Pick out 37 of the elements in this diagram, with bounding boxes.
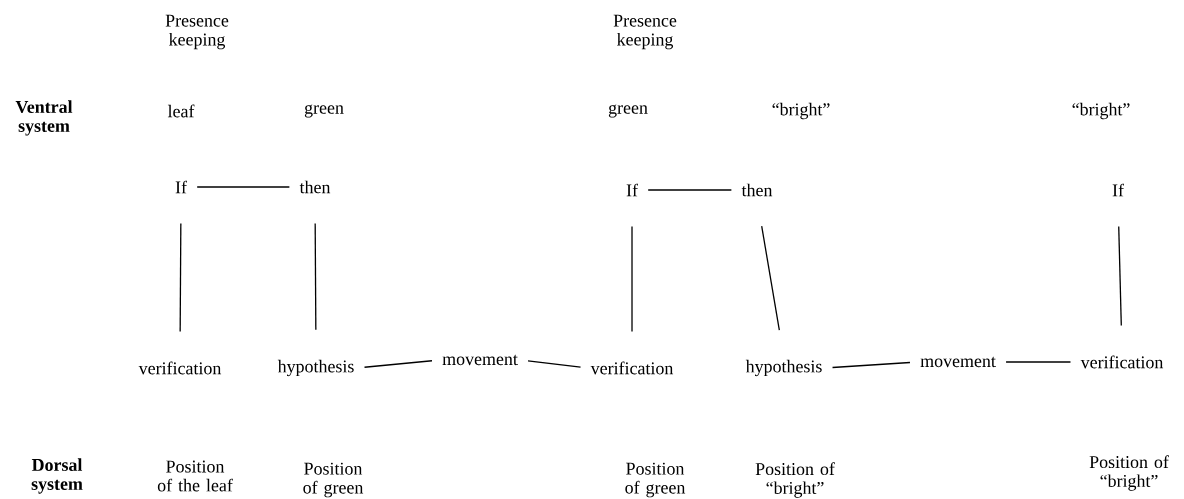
connector-line bbox=[647, 189, 732, 191]
heading-label: Presence keeping bbox=[165, 14, 229, 50]
connector-line bbox=[1005, 361, 1072, 363]
step-text: then bbox=[299, 180, 331, 194]
connector-line bbox=[527, 360, 582, 368]
position-label: Position of green bbox=[303, 462, 364, 498]
concept-label: leaf bbox=[167, 104, 195, 118]
position-label: Position of “bright” bbox=[755, 462, 835, 498]
concept-label: green bbox=[608, 104, 648, 118]
step-text: hypothesis bbox=[745, 359, 822, 377]
step-text: verification bbox=[138, 361, 222, 375]
position-label: Position of the leaf bbox=[157, 460, 233, 492]
step-text: verification bbox=[590, 361, 674, 375]
step-text: verification bbox=[1080, 355, 1164, 369]
connector-line bbox=[761, 225, 780, 331]
connector-line bbox=[631, 225, 633, 333]
connector-line bbox=[363, 360, 433, 368]
concept-label: “bright” bbox=[772, 102, 830, 120]
connector-line bbox=[196, 186, 290, 188]
connector-line bbox=[179, 222, 182, 333]
step-text: movement bbox=[442, 354, 518, 366]
step-text: If bbox=[626, 183, 638, 197]
step-text: movement bbox=[920, 356, 996, 368]
step-text: If bbox=[175, 180, 187, 194]
connector-line bbox=[831, 361, 911, 369]
position-label: Position of “bright” bbox=[1089, 455, 1169, 491]
step-text: hypothesis bbox=[277, 359, 354, 377]
row-label: Ventral system bbox=[15, 100, 73, 136]
connector-line bbox=[1118, 225, 1122, 327]
step-text: then bbox=[741, 183, 773, 197]
heading-label: Presence keeping bbox=[613, 14, 677, 50]
concept-label: green bbox=[304, 104, 344, 118]
row-label: Dorsal system bbox=[31, 458, 83, 494]
position-label: Position of green bbox=[625, 462, 686, 498]
concept-label: “bright” bbox=[1072, 102, 1130, 120]
connector-line bbox=[314, 222, 317, 331]
step-text: If bbox=[1112, 183, 1124, 197]
